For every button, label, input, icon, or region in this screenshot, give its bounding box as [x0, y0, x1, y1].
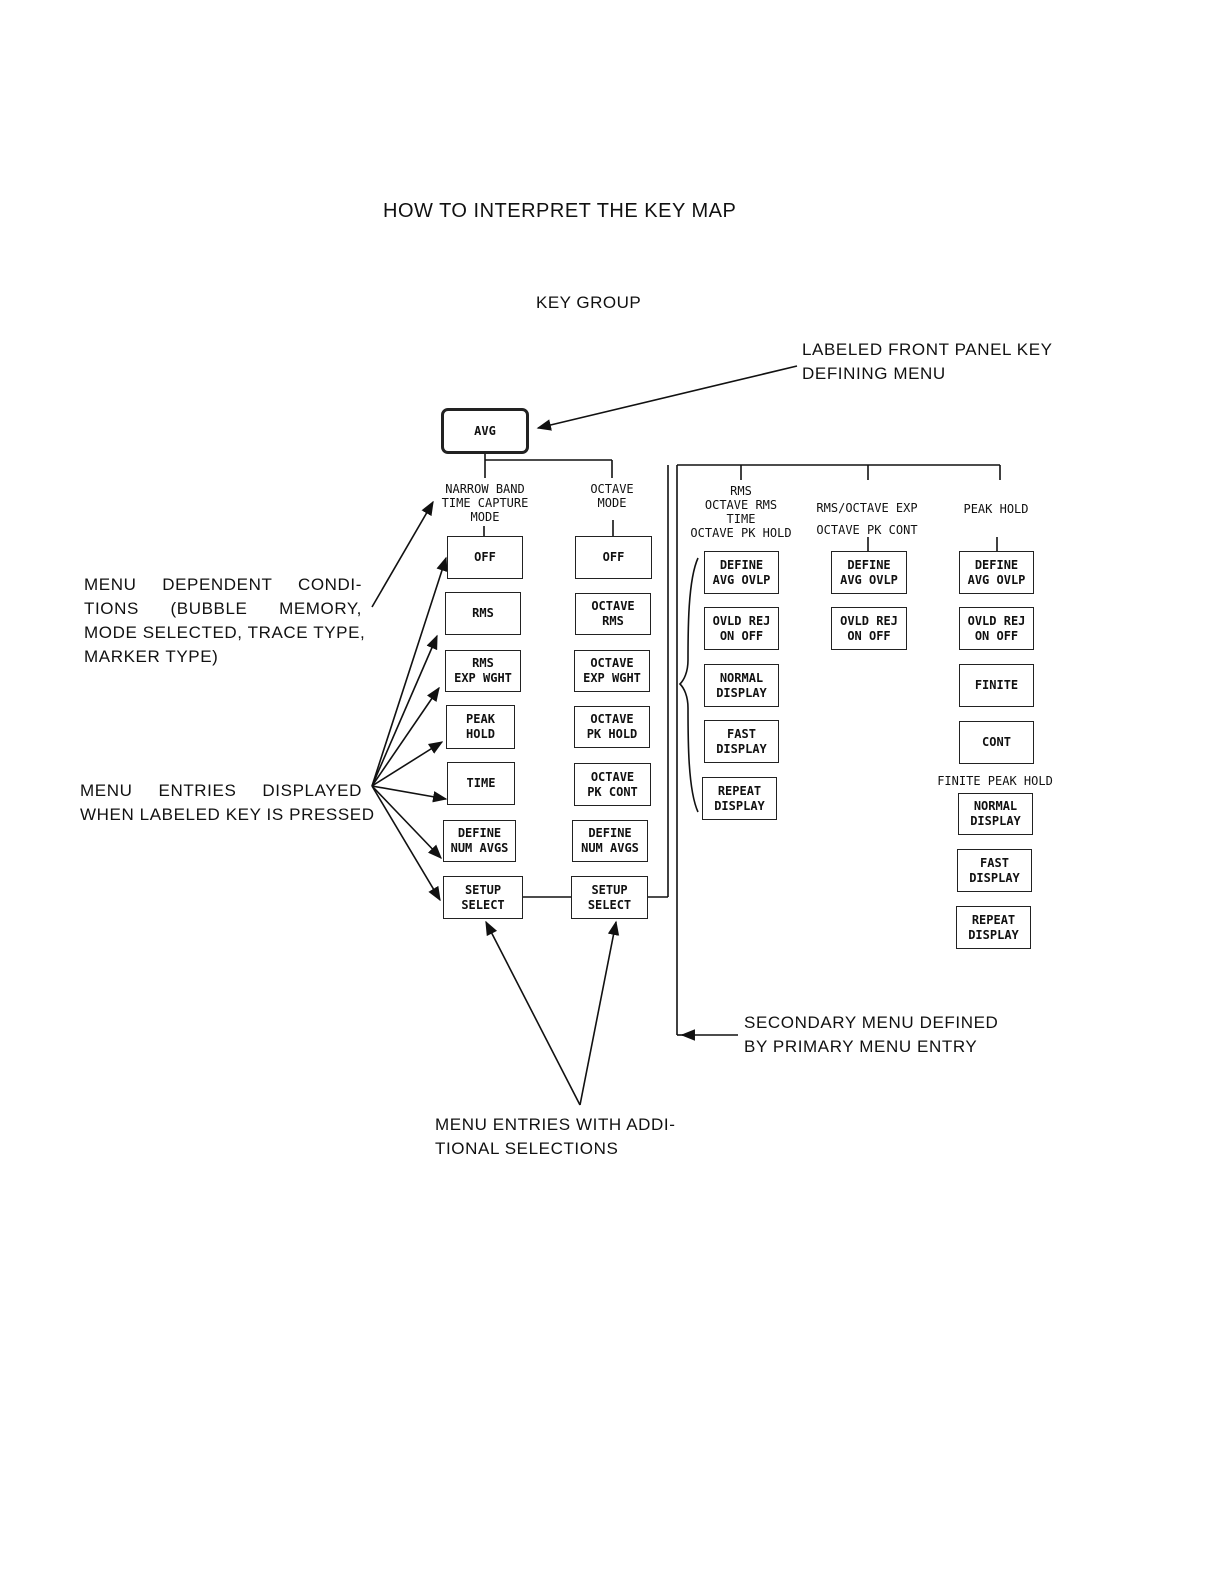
narrow-band-header: NARROW BAND TIME CAPTURE MODE: [441, 482, 529, 524]
nb-time-key[interactable]: TIME: [447, 762, 515, 805]
finite-peak-hold-header: FINITE PEAK HOLD: [937, 774, 1053, 788]
key-group-label: KEY GROUP: [536, 293, 642, 312]
peak-finite-key[interactable]: FINITE: [959, 664, 1034, 707]
nb-off-key[interactable]: OFF: [447, 536, 523, 579]
secondary-rms-header: RMS OCTAVE RMS TIME OCTAVE PK HOLD: [690, 484, 792, 540]
callout-additional-selections: MENU ENTRIES WITH ADDI- TIONAL SELECTION…: [435, 1115, 676, 1158]
callout-secondary-menu: SECONDARY MENU DEFINED BY PRIMARY MENU E…: [744, 1013, 999, 1056]
page-title: HOW TO INTERPRET THE KEY MAP: [383, 200, 737, 222]
peak-cont-key[interactable]: CONT: [959, 721, 1034, 764]
conditions-arrow: [371, 500, 434, 608]
callout-menu-dependent: MENU DEPENDENT CONDI- TIONS (BUBBLE MEMO…: [84, 575, 366, 666]
octave-header: OCTAVE MODE: [590, 482, 634, 510]
avg-front-panel-key[interactable]: AVG: [441, 408, 529, 454]
secondary-peak-header: PEAK HOLD: [963, 502, 1029, 516]
nb-rms-key[interactable]: RMS: [445, 592, 521, 635]
callout-menu-entries-displayed: MENU ENTRIES DISPLAYED WHEN LABELED KEY …: [80, 781, 375, 824]
callout-front-panel-key: LABELED FRONT PANEL KEY DEFINING MENU: [802, 340, 1053, 383]
front-panel-arrow: [536, 365, 798, 431]
oct-off-key[interactable]: OFF: [575, 536, 652, 579]
secondary-brace: [678, 557, 699, 813]
secondary-exp-header: RMS/OCTAVE EXP OCTAVE PK CONT: [816, 501, 918, 537]
